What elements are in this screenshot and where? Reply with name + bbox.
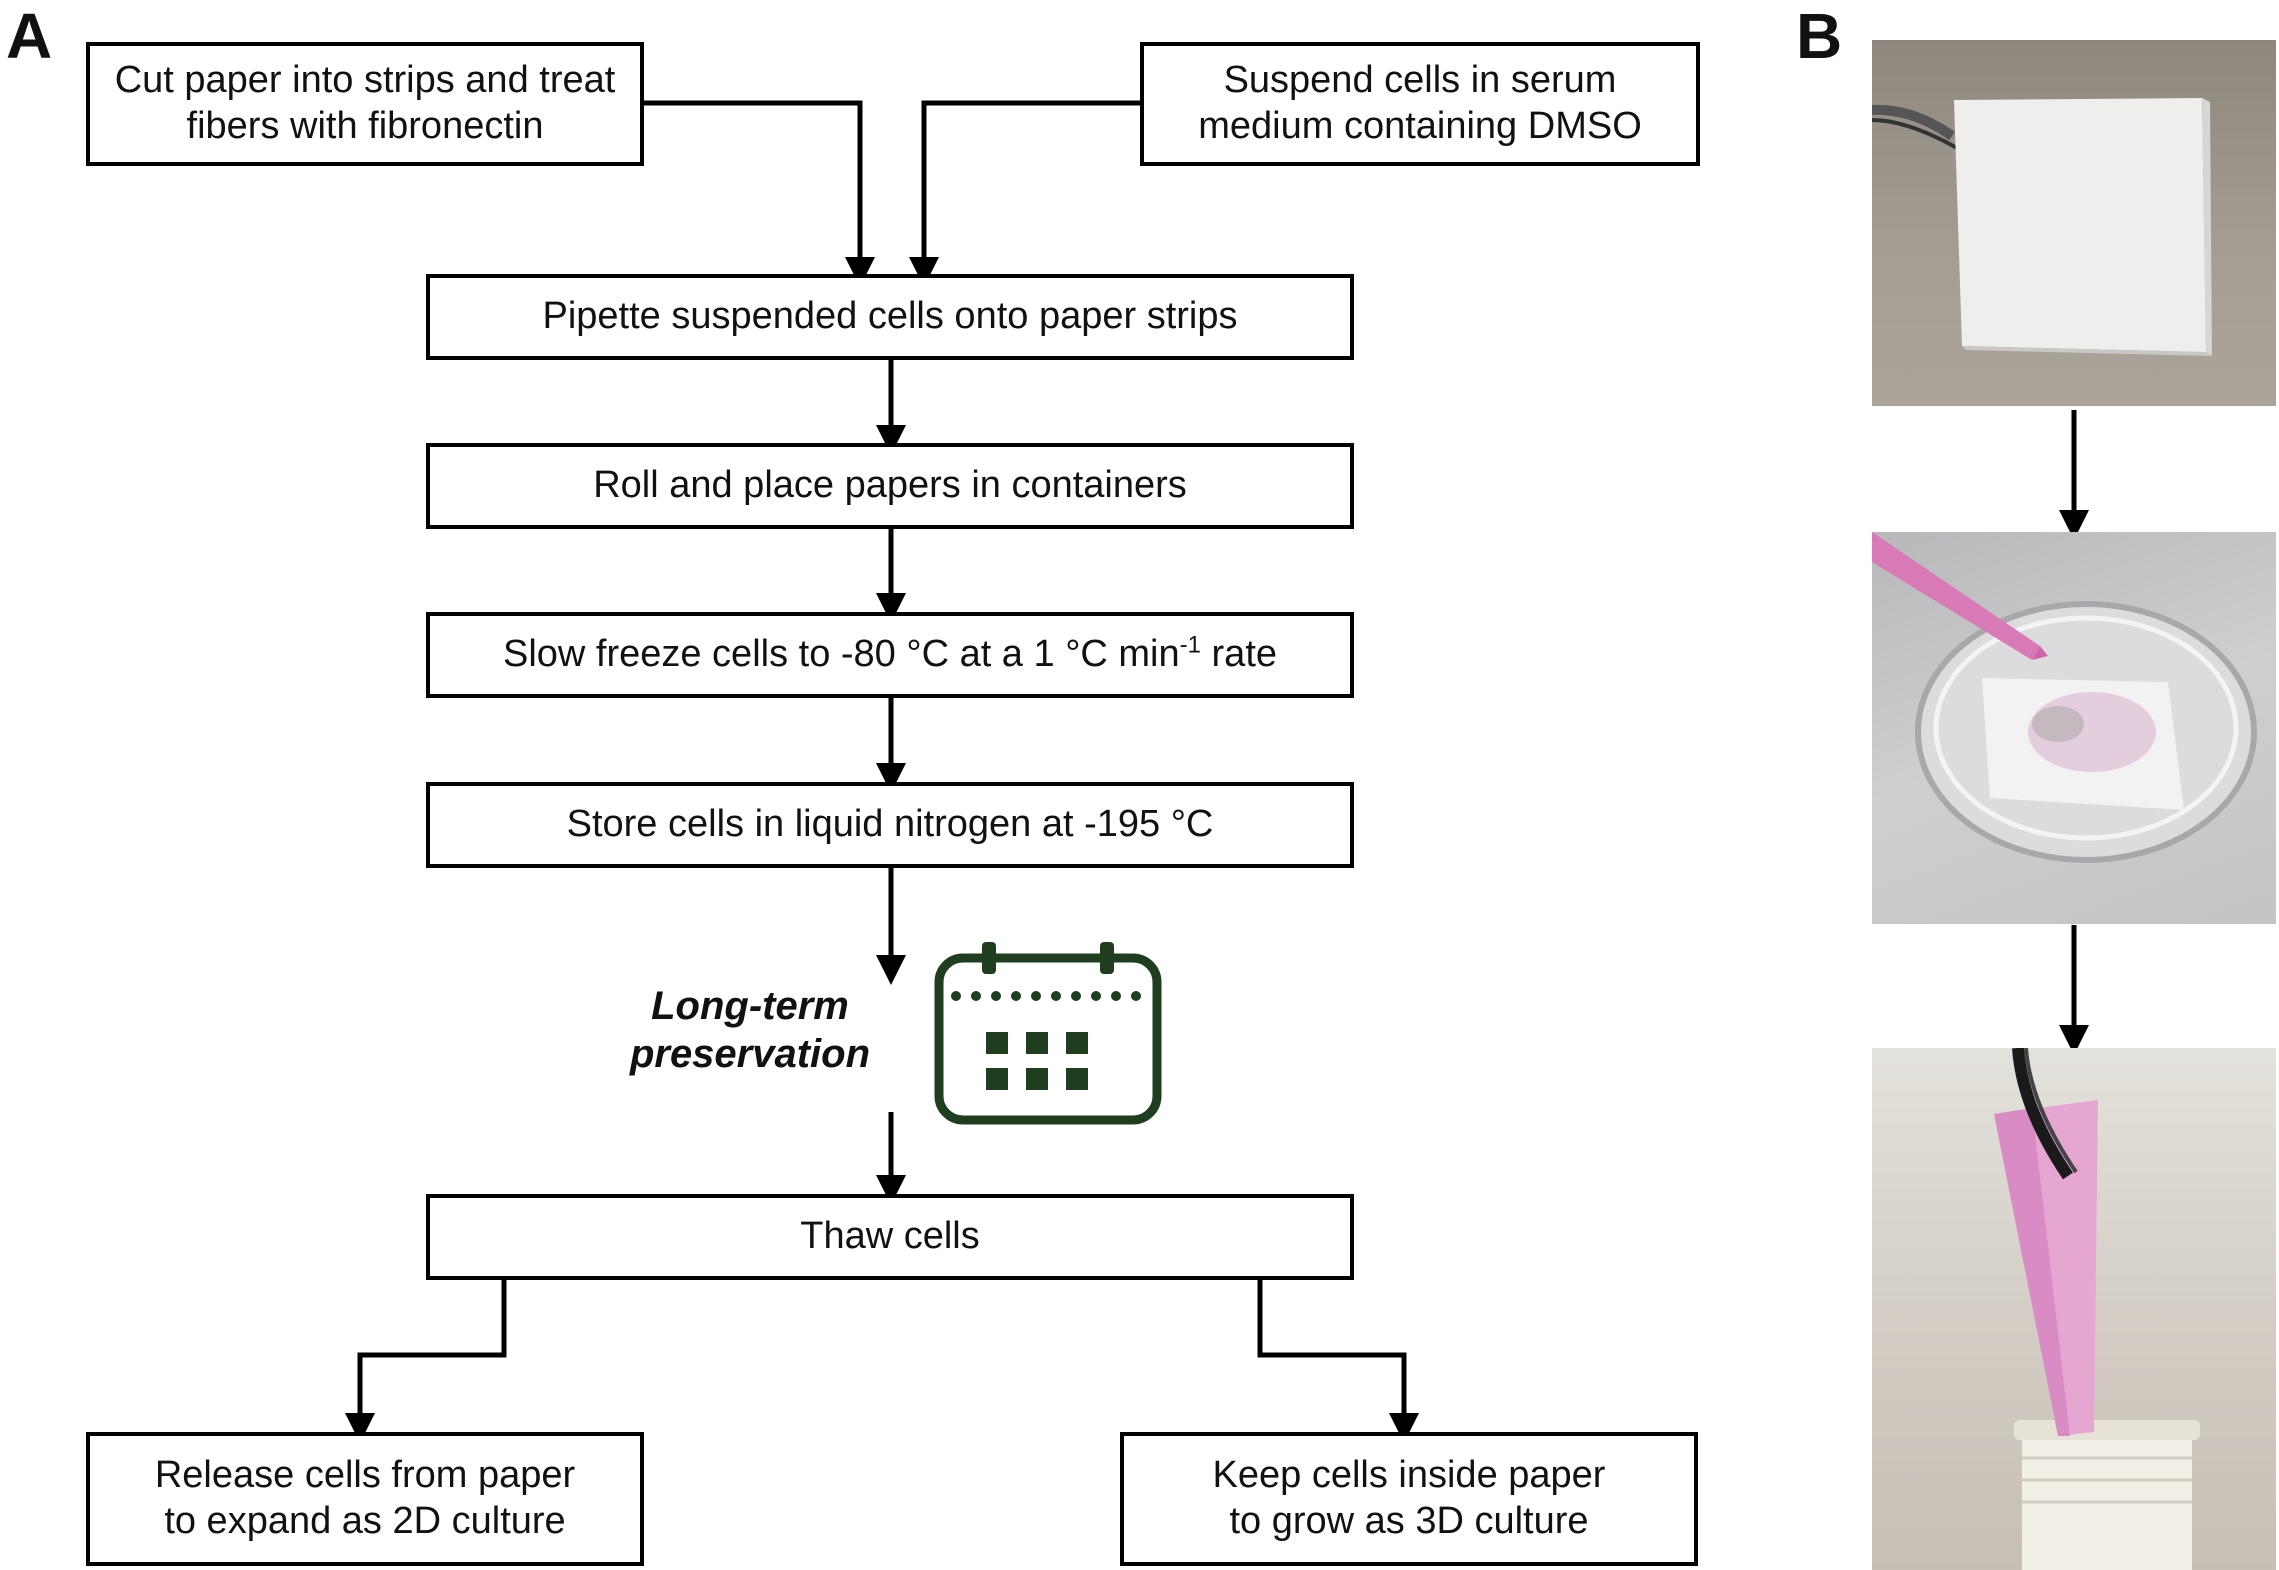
- preservation-line-2: preservation: [629, 1032, 871, 1076]
- step-2d-line-2: to expand as 2D culture: [164, 1500, 566, 1542]
- photo-paper-square: [1872, 40, 2276, 406]
- step-roll-text: Roll and place papers in containers: [593, 464, 1187, 507]
- arrow-thaw-to-3d: [1257, 1276, 1419, 1443]
- step-freeze-text: Slow freeze cells to -80 °C at a 1 °C mi…: [503, 632, 1277, 678]
- arrow-paper-to-pipette: [642, 100, 875, 287]
- step-suspend-line-2: medium containing DMSO: [1198, 105, 1642, 147]
- step-thaw: Thaw cells: [426, 1194, 1354, 1280]
- step-store-text: Store cells in liquid nitrogen at -195 °…: [566, 803, 1214, 846]
- panel-b-letter: B: [1796, 0, 1843, 72]
- step-pipette: Pipette suspended cells onto paper strip…: [426, 274, 1354, 360]
- step-3d-line-1: Keep cells inside paper: [1212, 1454, 1606, 1497]
- step-roll: Roll and place papers in containers: [426, 443, 1354, 529]
- calendar-icon: [934, 942, 1162, 1125]
- step-3d-culture: Keep cells inside paper to grow as 3D cu…: [1120, 1432, 1698, 1566]
- arrow-suspend-to-pipette: [909, 100, 1140, 287]
- step-paper-treatment: Cut paper into strips and treat fibers w…: [86, 42, 644, 166]
- step-pipette-text: Pipette suspended cells onto paper strip…: [542, 295, 1238, 338]
- step-paper-line-2: fibers with fibronectin: [186, 105, 544, 147]
- step-paper-line-1: Cut paper into strips and treat: [114, 59, 616, 102]
- step-store: Store cells in liquid nitrogen at -195 °…: [426, 782, 1354, 868]
- preservation-label: Long-term preservation: [600, 982, 900, 1078]
- step-3d-line-2: to grow as 3D culture: [1229, 1500, 1589, 1542]
- step-slow-freeze: Slow freeze cells to -80 °C at a 1 °C mi…: [426, 612, 1354, 698]
- step-suspend-line-1: Suspend cells in serum: [1223, 59, 1617, 102]
- panel-a-letter: A: [6, 0, 53, 72]
- step-suspend-cells: Suspend cells in serum medium containing…: [1140, 42, 1700, 166]
- step-2d-line-1: Release cells from paper: [154, 1454, 576, 1497]
- step-thaw-text: Thaw cells: [800, 1215, 980, 1258]
- photo-pipette-paper-dish: [1872, 532, 2276, 924]
- step-freeze-superscript: -1: [1179, 631, 1201, 659]
- step-2d-culture: Release cells from paper to expand as 2D…: [86, 1432, 644, 1566]
- photo-rolled-paper-tube: [1872, 1048, 2276, 1570]
- preservation-line-1: Long-term: [651, 984, 849, 1028]
- arrow-thaw-to-2d: [345, 1276, 507, 1443]
- step-freeze-prefix: Slow freeze cells to -80 °C at a 1 °C mi…: [502, 633, 1180, 676]
- step-freeze-suffix: rate: [1200, 633, 1278, 676]
